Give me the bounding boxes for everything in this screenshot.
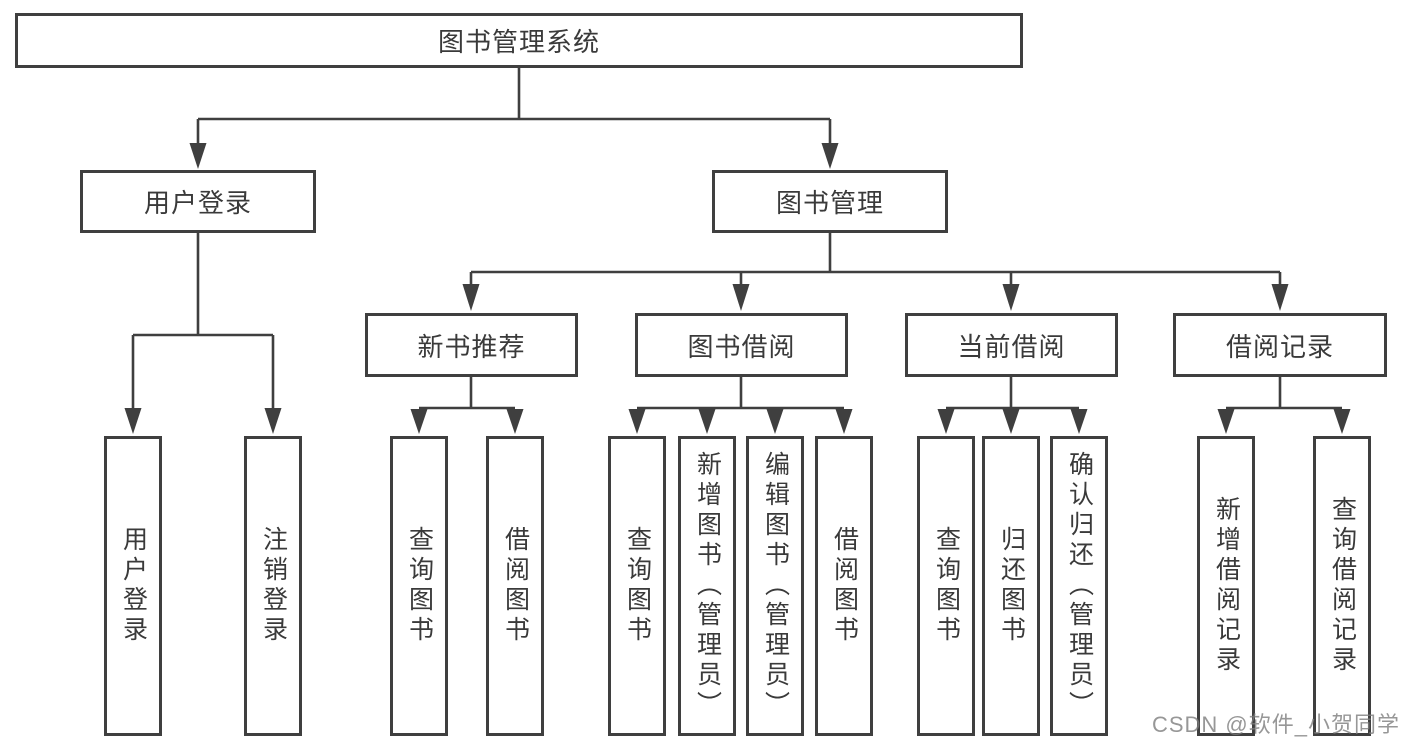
node-user-login-label: 用户登录 (143, 188, 252, 218)
node-root-system-label: 图书管理系统 (437, 27, 600, 57)
node-book-management-label: 图书管理 (775, 188, 884, 218)
node-root-system: 图书管理系统 (15, 13, 1023, 68)
leaf-logout-login-label: 注销登录 (259, 526, 288, 646)
leaf-user-login: 用户登录 (104, 436, 162, 736)
leaf-query-books-current: 查询图书 (917, 436, 975, 736)
leaf-query-books-current-label: 查询图书 (932, 526, 961, 646)
node-book-management: 图书管理 (712, 170, 948, 233)
leaf-return-book: 归还图书 (982, 436, 1040, 736)
leaf-query-books-recommend: 查询图书 (390, 436, 448, 736)
csdn-watermark: CSDN @软件_小贺同学 (1151, 712, 1400, 737)
connector-book-mgmt-to-level3 (462, 233, 1289, 311)
node-book-borrow: 图书借阅 (635, 313, 848, 377)
leaf-add-book-admin-label: 新增图书（管理员） (693, 451, 722, 721)
node-new-book-recommend: 新书推荐 (365, 313, 578, 377)
leaf-user-login-label: 用户登录 (119, 526, 148, 646)
leaf-add-borrow-record-label: 新增借阅记录 (1212, 496, 1241, 676)
leaf-borrow-books-recommend-label: 借阅图书 (501, 526, 530, 646)
connector-user-login-to-leaves (124, 233, 282, 434)
node-borrow-records-label: 借阅记录 (1225, 331, 1334, 362)
leaf-edit-book-admin-label: 编辑图书（管理员） (761, 451, 790, 721)
node-current-borrow: 当前借阅 (905, 313, 1118, 377)
connector-new-book-rec-to-leaves (410, 377, 524, 434)
connector-current-borrow-to-leaves (937, 377, 1088, 434)
connector-book-borrow-to-leaves (628, 377, 853, 434)
node-new-book-recommend-label: 新书推荐 (417, 331, 526, 362)
leaf-return-book-label: 归还图书 (997, 526, 1026, 646)
leaf-query-borrow-record-label: 查询借阅记录 (1328, 496, 1357, 676)
leaf-borrow-books-recommend: 借阅图书 (486, 436, 544, 736)
leaf-borrow-books: 借阅图书 (815, 436, 873, 736)
leaf-confirm-return-admin-label: 确认归还（管理员） (1065, 451, 1094, 721)
leaf-query-books-borrow: 查询图书 (608, 436, 666, 736)
leaf-query-books-borrow-label: 查询图书 (623, 526, 652, 646)
leaf-query-books-recommend-label: 查询图书 (405, 526, 434, 646)
node-user-login: 用户登录 (80, 170, 316, 233)
leaf-add-book-admin: 新增图书（管理员） (678, 436, 736, 736)
leaf-query-borrow-record: 查询借阅记录 (1313, 436, 1371, 736)
node-current-borrow-label: 当前借阅 (957, 331, 1066, 362)
node-book-borrow-label: 图书借阅 (687, 331, 796, 362)
leaf-borrow-books-label: 借阅图书 (830, 526, 859, 646)
connector-borrow-records-to-leaves (1217, 377, 1351, 434)
leaf-edit-book-admin: 编辑图书（管理员） (746, 436, 804, 736)
node-borrow-records: 借阅记录 (1173, 313, 1387, 377)
connector-root-to-level2 (189, 68, 839, 169)
leaf-confirm-return-admin: 确认归还（管理员） (1050, 436, 1108, 736)
leaf-add-borrow-record: 新增借阅记录 (1197, 436, 1255, 736)
leaf-logout-login: 注销登录 (244, 436, 302, 736)
